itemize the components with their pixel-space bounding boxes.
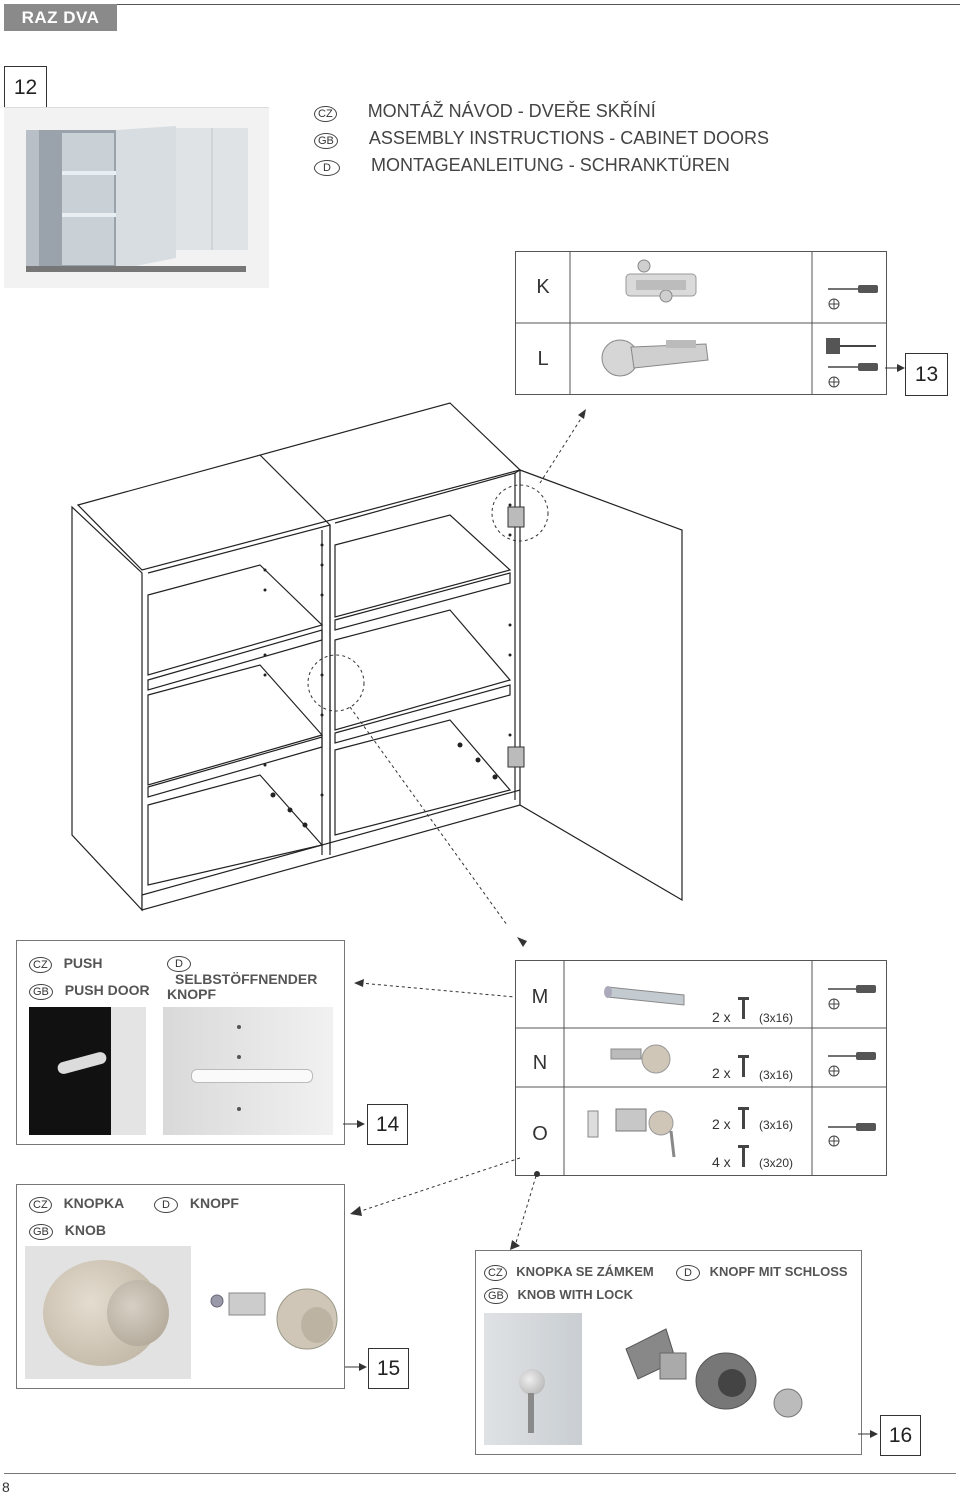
lock-knob-icon: [587, 1108, 676, 1158]
phillips-icon: [828, 376, 840, 388]
arrow-down-icon: [517, 937, 527, 947]
push-text-cz: PUSH: [63, 955, 103, 971]
screwdriver-icon: [828, 363, 878, 371]
cabinet-reference-photo: [4, 107, 269, 288]
title-line-gb: GB ASSEMBLY INSTRUCTIONS - CABINET DOORS: [314, 125, 834, 152]
qty-n: 2 x: [712, 1065, 731, 1081]
title-line-d: D MONTAGEANLEITUNG - SCHRANKTÜREN: [314, 152, 834, 179]
knob-panel: CZ KNOPKA GB KNOB D KNOPF: [16, 1184, 345, 1389]
lang-badge-cz: CZ: [29, 957, 52, 973]
step-number-16: 16: [880, 1415, 921, 1456]
knob-text-cz: KNOPKA: [63, 1195, 125, 1211]
step-number-12: 12: [4, 66, 47, 109]
knob-label-gb: GB KNOB: [29, 1222, 106, 1240]
door-hinge-bottom: [507, 746, 525, 768]
hammer-icon: [826, 338, 876, 354]
lang-badge-cz: CZ: [484, 1265, 507, 1281]
brand-label: RAZ DVA: [4, 4, 117, 31]
lang-badge-d: D: [314, 160, 340, 176]
arrow-right-icon: [345, 1363, 367, 1371]
push-label-gb: GB PUSH DOOR: [29, 982, 150, 1000]
title-text-cz: MONTÁŽ NÁVOD - DVEŘE SKŘÍNÍ: [367, 101, 656, 121]
dashed-arrow: [354, 979, 516, 998]
hinge-icon: [601, 339, 709, 377]
parts-table-grid: [516, 252, 886, 394]
lock-label-gb: GB KNOB WITH LOCK: [484, 1287, 633, 1304]
page-number: 8: [2, 1479, 10, 1495]
part-letter-n: N: [532, 1052, 548, 1074]
step-number-15: 15: [368, 1348, 409, 1389]
lock-knob-panel: CZ KNOPKA SE ZÁMKEM D KNOPF MIT SCHLOSS …: [475, 1250, 862, 1455]
lang-badge-cz: CZ: [314, 106, 337, 122]
push-text-gb: PUSH DOOR: [64, 982, 150, 998]
lock-parts-photo: [625, 1328, 803, 1418]
cabinet-drawing: [71, 402, 683, 925]
qty-m: 2 x: [712, 1009, 731, 1025]
footer-rule: [4, 1473, 956, 1474]
lock-text-d: KNOPF MIT SCHLOSS: [709, 1264, 848, 1279]
lock-text-cz: KNOPKA SE ZÁMKEM: [516, 1264, 654, 1279]
lang-badge-d: D: [676, 1265, 700, 1281]
qty-o-2: 4 x: [712, 1154, 731, 1170]
title-text-gb: ASSEMBLY INSTRUCTIONS - CABINET DOORS: [368, 128, 769, 148]
knob-label-cz: CZ KNOPKA: [29, 1195, 124, 1213]
push-label-d: D SELBSTÖFFNENDER KNOPF: [167, 955, 337, 1002]
size-m: (3x16): [759, 1011, 794, 1025]
size-o-2: (3x20): [759, 1156, 794, 1170]
part-letter-o: O: [532, 1123, 548, 1145]
qty-o: 2 x: [712, 1116, 731, 1132]
size-n: (3x16): [759, 1068, 794, 1082]
part-letter-m: M: [531, 986, 549, 1008]
push-door-panel: CZ PUSH GB PUSH DOOR D SELBSTÖFFNENDER K…: [16, 940, 345, 1145]
lock-photo-door: [484, 1313, 582, 1445]
knob-text-d: KNOPF: [189, 1195, 239, 1211]
arrow-right-icon: [885, 364, 905, 372]
lock-label-cz: CZ KNOPKA SE ZÁMKEM: [484, 1264, 654, 1281]
header-rule: [117, 4, 960, 5]
push-text-d: SELBSTÖFFNENDER KNOPF: [167, 971, 318, 1002]
lang-badge-gb: GB: [484, 1288, 508, 1304]
knob-icon: [610, 1044, 671, 1074]
lock-label-d: D KNOPF MIT SCHLOSS: [676, 1264, 848, 1281]
arrow-right-icon: [343, 1120, 365, 1128]
knob-text-gb: KNOB: [64, 1222, 107, 1238]
title-block: CZ MONTÁŽ NÁVOD - DVEŘE SKŘÍNÍ GB ASSEMB…: [314, 98, 834, 179]
push-photo-open: [163, 1007, 333, 1135]
dashed-arrows: [350, 1157, 540, 1250]
lock-text-gb: KNOB WITH LOCK: [517, 1287, 634, 1302]
door-hinge-top: [507, 506, 525, 528]
screw-icons: [738, 997, 749, 1167]
phillips-icon: [828, 998, 840, 1147]
push-photo-closed: [29, 1007, 146, 1135]
knob-parts-photo: [210, 1288, 338, 1350]
lang-badge-gb: GB: [29, 984, 53, 1000]
callout-circle-knob: [307, 654, 365, 712]
lang-badge-d: D: [154, 1197, 178, 1213]
size-o: (3x16): [759, 1118, 794, 1132]
title-line-cz: CZ MONTÁŽ NÁVOD - DVEŘE SKŘÍNÍ: [314, 98, 834, 125]
parts-table-knobs: M N O 2 x (3x16) 2 x (3x16) 2 x (3x16) 4…: [515, 960, 887, 1176]
title-text-d: MONTAGEANLEITUNG - SCHRANKTÜREN: [371, 155, 730, 175]
lang-badge-cz: CZ: [29, 1197, 52, 1213]
lang-badge-gb: GB: [29, 1224, 53, 1240]
step-number-13: 13: [905, 353, 948, 396]
phillips-icon: [828, 298, 840, 310]
parts-table-hinges: K L: [515, 251, 887, 395]
knob-photo: [25, 1246, 191, 1379]
push-label-cz: CZ PUSH: [29, 955, 102, 973]
arrow-right-icon: [858, 1430, 878, 1438]
callout-circle-hinge: [491, 484, 549, 542]
push-latch-icon: [604, 986, 685, 1006]
lang-badge-d: D: [167, 956, 191, 972]
knob-label-d: D KNOPF: [154, 1195, 239, 1213]
part-letter-k: K: [536, 276, 550, 298]
lang-badge-gb: GB: [314, 133, 338, 149]
part-letter-l: L: [537, 348, 549, 370]
screwdriver-icon: [828, 285, 878, 293]
hinge-plate-icon: [625, 259, 697, 303]
parts-table-grid: [516, 961, 886, 1175]
step-number-14: 14: [367, 1104, 408, 1145]
screwdriver-icon: [828, 985, 876, 1131]
